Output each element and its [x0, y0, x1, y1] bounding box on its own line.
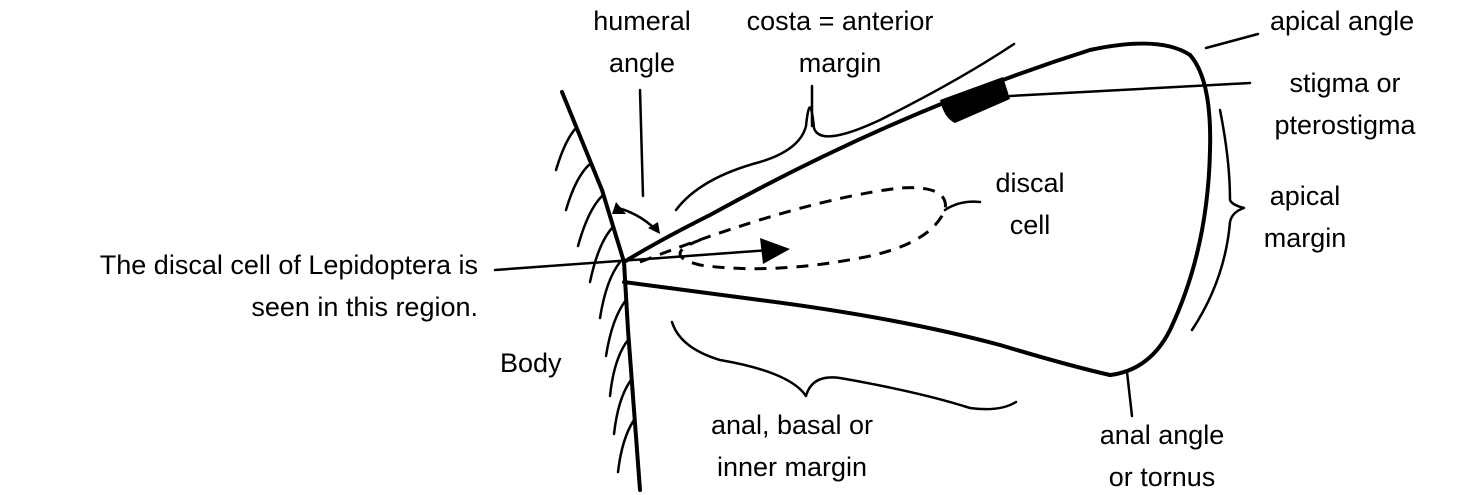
lepidoptera-arrowhead: [760, 238, 790, 264]
lepidoptera-arrow-line: [495, 250, 770, 270]
apical-angle-label: apical angle: [1270, 0, 1414, 42]
stigma-pointer: [1010, 83, 1250, 96]
anal-angle-pointer: [1127, 372, 1132, 416]
discal-cell-label: discal cell: [975, 162, 1085, 246]
stigma-label: stigma or pterostigma: [1250, 62, 1440, 146]
humeral-angle-label: humeral angle: [572, 0, 712, 84]
costa-label: costa = anterior margin: [712, 0, 968, 84]
apical-margin-brace: [1192, 110, 1244, 330]
apical-angle-pointer: [1206, 34, 1258, 48]
body-label: Body: [500, 342, 562, 384]
humeral-pointer: [640, 90, 643, 196]
wing-inner-margin: [624, 282, 1110, 375]
apical-margin-label: apical margin: [1245, 175, 1365, 259]
inner-margin-label: anal, basal or inner margin: [672, 404, 912, 488]
body-hatching: [556, 128, 634, 472]
anal-angle-label: anal angle or tornus: [1072, 414, 1252, 495]
lepidoptera-note: The discal cell of Lepidoptera is seen i…: [0, 244, 478, 328]
